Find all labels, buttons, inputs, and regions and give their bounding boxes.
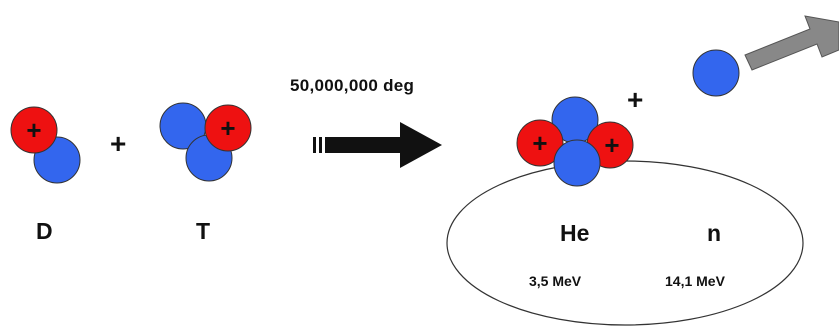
deuterium-nucleus: +	[10, 106, 81, 184]
deuterium-label: D	[36, 218, 53, 244]
tritium-label: T	[196, 218, 211, 244]
neutron-energy: 14,1 MeV	[665, 273, 725, 289]
tritium-nucleus: +	[159, 102, 252, 182]
plus-sign: +	[110, 128, 127, 159]
reaction-arrow	[313, 122, 442, 168]
neutron-label: n	[707, 220, 722, 246]
neutron-direction-arrow	[744, 15, 839, 71]
proton-sign: +	[26, 115, 41, 145]
plus-sign: +	[627, 84, 644, 115]
products-ellipse	[446, 160, 804, 326]
helium-label: He	[560, 220, 590, 246]
proton-sign: +	[532, 128, 547, 158]
neutron-particle	[553, 139, 601, 187]
proton-particle	[516, 119, 564, 167]
temperature-condition: 50,000,000 deg	[290, 76, 415, 95]
helium-nucleus: + +	[516, 96, 634, 187]
emitted-neutron	[692, 49, 740, 97]
proton-particle	[204, 104, 252, 152]
proton-sign: +	[220, 113, 235, 143]
helium-energy: 3,5 MeV	[529, 273, 582, 289]
proton-sign: +	[604, 130, 619, 160]
proton-particle	[10, 106, 58, 154]
